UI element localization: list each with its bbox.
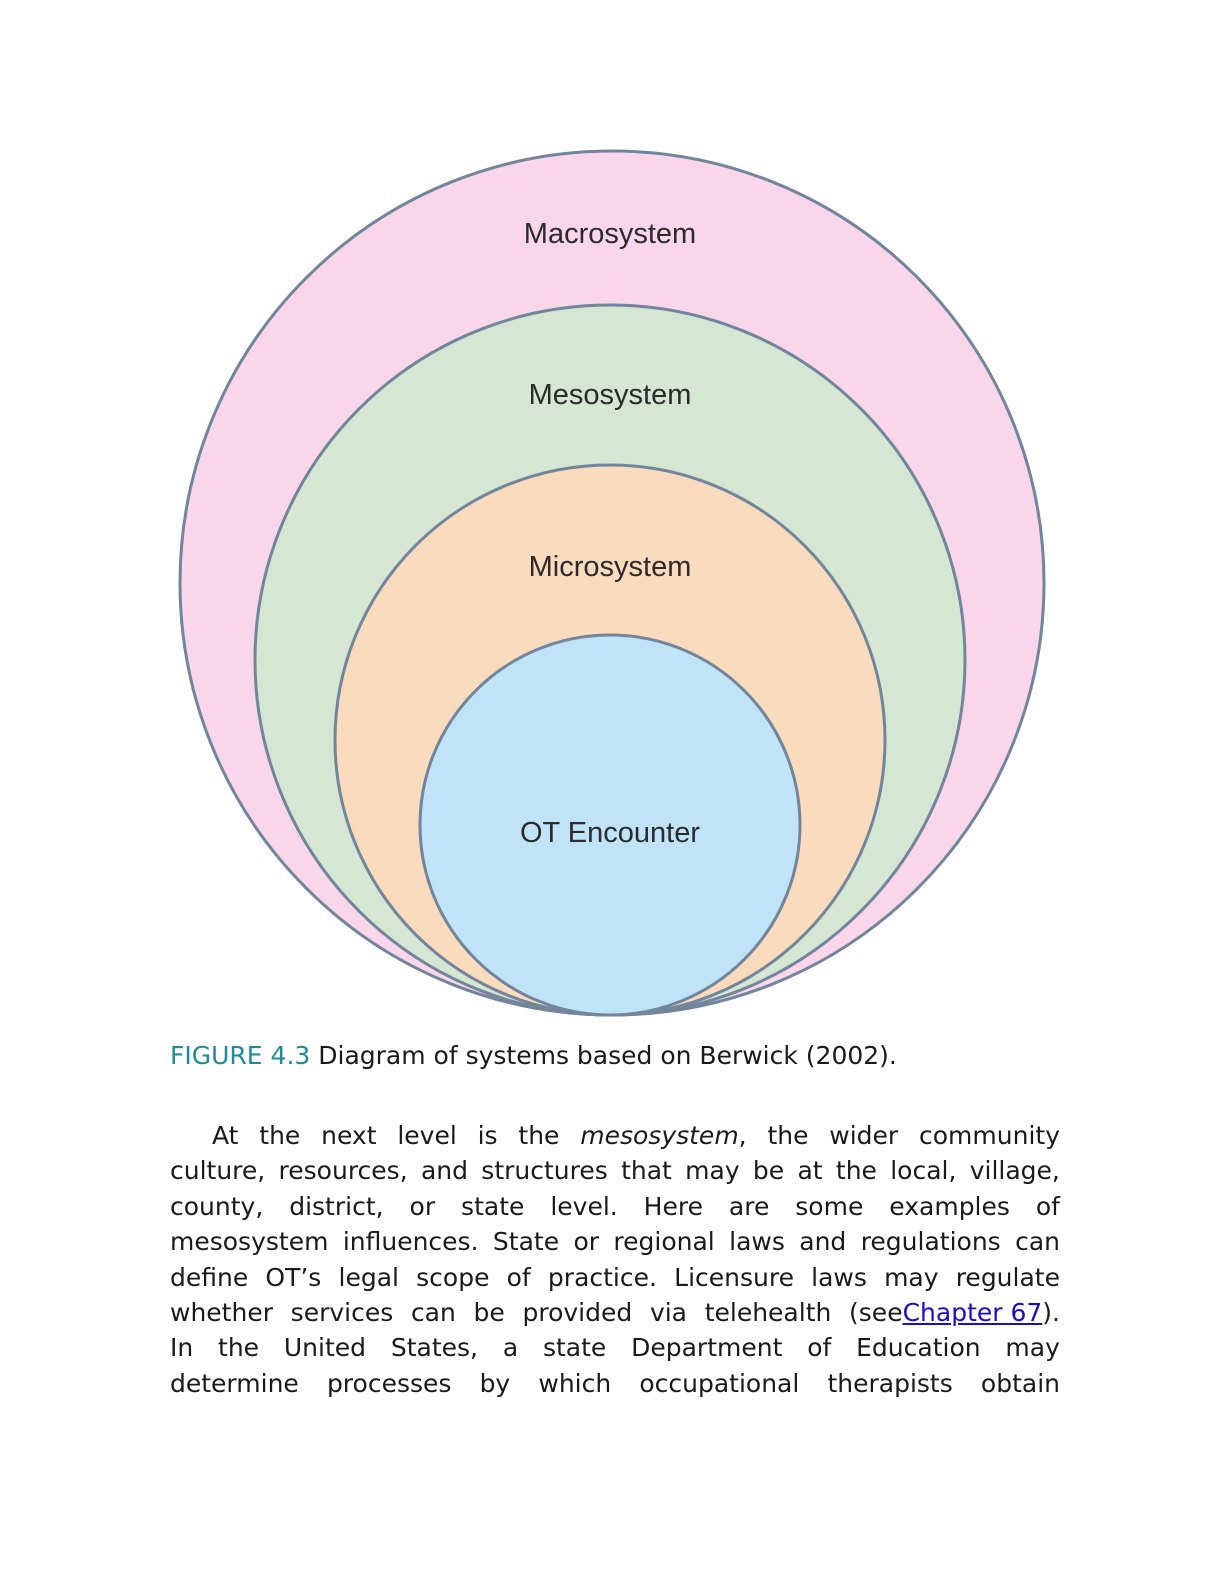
word: state [542,1333,607,1363]
word: provided [522,1298,633,1328]
word: Education [856,1333,981,1363]
word: can [1015,1227,1060,1257]
mesosystem-label: Mesosystem [529,379,692,411]
word: Department [631,1333,783,1363]
word: the [518,1121,560,1150]
macrosystem-label: Macrosystem [524,218,696,250]
word: obtain [980,1368,1060,1398]
word: community [919,1121,1060,1150]
word: regulate [955,1262,1060,1292]
word: Licensure [674,1262,794,1292]
word: scope [416,1262,490,1292]
figure-caption: FIGURE 4.3 Diagram of systems based on B… [170,1038,1060,1074]
figure-number: FIGURE 4.3 [170,1041,311,1070]
systems-diagram: Macrosystem Mesosystem Microsystem OT En… [178,149,1046,1017]
word: or [573,1227,600,1257]
word: mesosystem, [580,1121,747,1150]
word: some [795,1191,864,1221]
word: In [170,1333,194,1363]
word: occupational [639,1368,800,1398]
word: level [397,1121,457,1150]
word: that [621,1156,672,1186]
chapter-link[interactable]: Chapter 67 [902,1298,1043,1328]
word: the [259,1121,301,1150]
word: and [799,1227,847,1257]
word: next [321,1121,377,1150]
word: of [506,1262,531,1292]
word: local, [890,1156,957,1186]
word: (seeChapter 67). [849,1298,1060,1328]
word: can [410,1298,456,1328]
word: or [409,1191,436,1221]
word: at [797,1156,823,1186]
word: the [767,1121,809,1150]
word: be [752,1156,785,1186]
word: processes [326,1368,452,1398]
word: define [170,1262,249,1292]
word: laws [811,1262,867,1292]
word: wider [829,1121,899,1150]
word: influences. [342,1227,479,1257]
word: culture, [170,1156,266,1186]
word: services [290,1298,394,1328]
word: the [835,1156,877,1186]
word: which [538,1368,612,1398]
word: OT’s [265,1262,322,1292]
ot-encounter-circle [418,633,802,1017]
word: States, [390,1333,478,1363]
word: legal [338,1262,399,1292]
word: United [283,1333,367,1363]
word: district, [289,1191,384,1221]
word: state [461,1191,525,1221]
word: Here [643,1191,703,1221]
word: the [218,1333,260,1363]
word: mesosystem [170,1227,329,1257]
word: may [1005,1333,1060,1363]
word: resources, [278,1156,408,1186]
word: determine [170,1368,299,1398]
word: may [884,1262,939,1292]
caption-text: Diagram of systems based on Berwick (200… [310,1041,897,1070]
word: county, [170,1191,264,1221]
word: whether [170,1298,273,1328]
word: a [502,1333,519,1363]
word: telehealth [704,1298,832,1328]
word: by [479,1368,511,1398]
word: State [492,1227,560,1257]
word: is [477,1121,498,1150]
nested-circles: Macrosystem Mesosystem Microsystem OT En… [178,149,1046,1017]
word: laws [729,1227,785,1257]
word: practice. [547,1262,657,1292]
word: examples [889,1191,1010,1221]
word: be [473,1298,505,1328]
word: level. [550,1191,618,1221]
word: therapists [827,1368,953,1398]
word: regulations [860,1227,1001,1257]
word: are [728,1191,770,1221]
word: village, [969,1156,1060,1186]
word: of [807,1333,832,1363]
word: At [212,1121,239,1150]
word: may [685,1156,740,1186]
ot-encounter-label: OT Encounter [520,817,700,849]
word: structures [481,1156,608,1186]
word: of [1035,1191,1060,1221]
word: regional [613,1227,715,1257]
microsystem-label: Microsystem [529,551,692,583]
word: and [420,1156,468,1186]
word: via [649,1298,687,1328]
